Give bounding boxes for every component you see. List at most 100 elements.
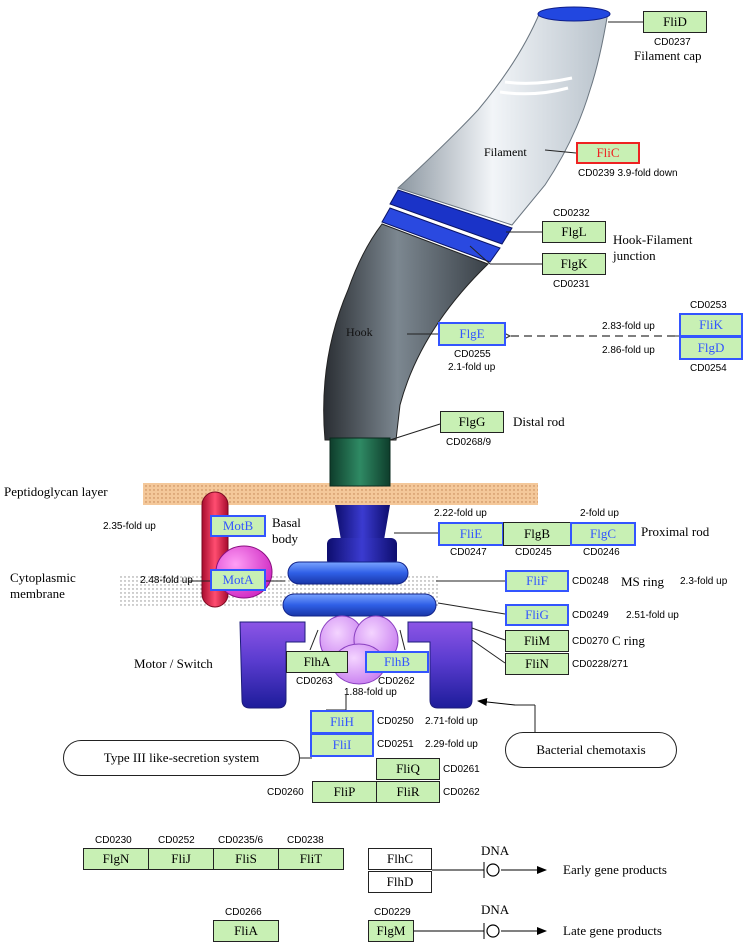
label-cytoplasmic: Cytoplasmic [10,570,76,585]
basal-upper [327,538,397,566]
gene-flif[interactable]: FliF [505,570,569,592]
gene-flid[interactable]: FliD [643,11,707,33]
gene-flik[interactable]: FliK [679,313,743,337]
code-flhb: CD0262 [378,676,415,687]
gene-flih[interactable]: FliH [310,710,374,734]
chemotaxis-arrow [477,697,516,706]
gene-motb[interactable]: MotB [210,515,266,537]
gene-flij[interactable]: FliJ [148,848,214,870]
gene-flin[interactable]: FliN [505,653,569,675]
gene-flhb[interactable]: FlhB [365,651,429,673]
gene-flgl[interactable]: FlgL [542,221,606,243]
code-flik: CD0253 [690,300,727,311]
code-flic: CD0239 3.9-fold down [578,168,678,179]
gene-flgb[interactable]: FlgB [503,522,571,546]
code-flgm: CD0229 [374,907,411,918]
label-dna-early: DNA [481,843,510,858]
gene-flii[interactable]: FliI [310,733,374,757]
c-ring-right [407,621,473,709]
fold-flih: 2.71-fold up [425,716,478,727]
gene-flie[interactable]: FliE [438,522,504,546]
gene-flgg[interactable]: FlgG [440,411,504,433]
code-flgk: CD0231 [553,279,590,290]
code-flgb: CD0245 [515,547,552,558]
code-flge: CD0255 [454,349,491,360]
code-flit: CD0238 [287,835,324,846]
label-late-gene-products: Late gene products [563,923,662,938]
label-peptidoglycan: Peptidoglycan layer [4,484,108,499]
fold-mota: 2.48-fold up [140,575,193,586]
bacterial-chemotaxis-link[interactable]: Bacterial chemotaxis [505,732,677,768]
gene-flgm[interactable]: FlgM [368,920,414,942]
label-hook: Hook [346,325,373,339]
code-flih: CD0250 [377,716,414,727]
gene-flha[interactable]: FlhA [286,651,348,673]
label-proximal-rod: Proximal rod [641,524,710,539]
fold-flik: 2.83-fold up [602,321,655,332]
code-flgl: CD0232 [553,208,590,219]
code-flij: CD0252 [158,835,195,846]
label-membrane: membrane [10,586,65,601]
gene-flgk[interactable]: FlgK [542,253,606,275]
ms-ring [282,593,437,617]
fold-flgd: 2.86-fold up [602,345,655,356]
gene-flgc[interactable]: FlgC [570,522,636,546]
label-motor-switch: Motor / Switch [134,656,213,671]
distal-rod-shape [329,437,391,487]
code-flgd: CD0254 [690,363,727,374]
label-hook-filament-1: Hook-Filament [613,232,693,247]
code-flgg: CD0268/9 [446,437,492,448]
c-ring-left [239,621,306,709]
junction-band-2 [381,207,501,263]
gene-flhc: FlhC [368,848,432,870]
fold-motb: 2.35-fold up [103,521,156,532]
gene-flir[interactable]: FliR [376,781,440,803]
code-flir: CD0262 [443,787,480,798]
fold-flge: 2.1-fold up [448,362,496,373]
code-flgc: CD0246 [583,547,620,558]
label-early-gene-products: Early gene products [563,862,667,877]
fold-flii: 2.29-fold up [425,739,478,750]
label-dna-late: DNA [481,902,510,917]
fold-flie: 2.22-fold up [434,508,487,519]
type3-secretion-link[interactable]: Type III like-secretion system [63,740,300,776]
code-flin: CD0228/271 [572,659,629,670]
gene-flgd[interactable]: FlgD [679,336,743,360]
code-fliq: CD0261 [443,764,480,775]
code-flif: CD0248 [572,576,609,587]
gene-flit[interactable]: FliT [278,848,344,870]
gene-flgn[interactable]: FlgN [83,848,149,870]
code-flii: CD0251 [377,739,414,750]
fold-flgc: 2-fold up [580,508,619,519]
gene-fliq[interactable]: FliQ [376,758,440,780]
peptidoglycan-band [143,483,538,505]
label-basal-2: body [272,531,298,546]
code-flie: CD0247 [450,547,487,558]
dna-circle-early [486,863,500,877]
gene-flic[interactable]: FliC [576,142,640,164]
label-c-ring: C ring [612,633,645,648]
fold-flif: 2.3-fold up [680,576,728,587]
code-flia: CD0266 [225,907,262,918]
gene-flis[interactable]: FliS [213,848,279,870]
gene-flig[interactable]: FliG [505,604,569,626]
gene-flge[interactable]: FlgE [438,322,506,346]
gene-flip[interactable]: FliP [312,781,377,803]
label-hook-filament-2: junction [613,248,656,263]
gene-flia[interactable]: FliA [213,920,279,942]
label-basal-1: Basal [272,515,301,530]
filament-cap-shape [537,6,611,22]
filament-break [499,76,573,96]
gene-flim[interactable]: FliM [505,630,569,652]
label-filament-cap: Filament cap [634,48,702,63]
code-flig: CD0249 [572,610,609,621]
hook-shape [323,223,489,441]
basal-stem [335,505,390,540]
code-flid: CD0237 [654,37,691,48]
code-flgn: CD0230 [95,835,132,846]
label-filament: Filament [484,145,527,159]
gene-mota[interactable]: MotA [210,569,266,591]
code-flim: CD0270 [572,636,609,647]
fold-flig: 2.51-fold up [626,610,679,621]
